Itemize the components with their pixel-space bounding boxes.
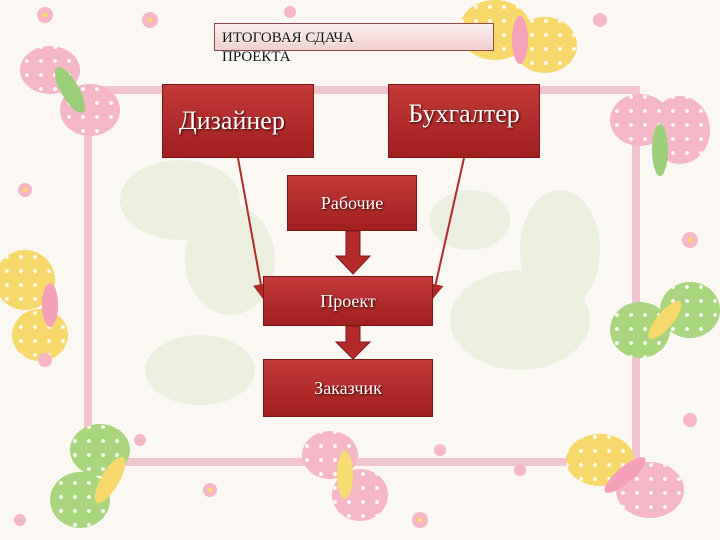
node-project: Проект (263, 276, 433, 326)
node-designer: Дизайнер (162, 84, 314, 158)
node-accountant: Бухгалтер (388, 84, 540, 158)
arrow-workers-to-project (336, 231, 370, 274)
node-accountant-label: Бухгалтер (408, 99, 520, 129)
node-project-label: Проект (320, 291, 376, 312)
node-workers-label: Рабочие (321, 193, 383, 214)
node-designer-label: Дизайнер (179, 106, 285, 136)
arrow-accountant-to-project (433, 158, 464, 296)
arrow-designer-to-project (238, 158, 263, 296)
node-workers: Рабочие (287, 175, 417, 231)
arrow-project-to-client (336, 326, 370, 359)
node-client-label: Заказчик (314, 378, 382, 399)
node-client: Заказчик (263, 359, 433, 417)
